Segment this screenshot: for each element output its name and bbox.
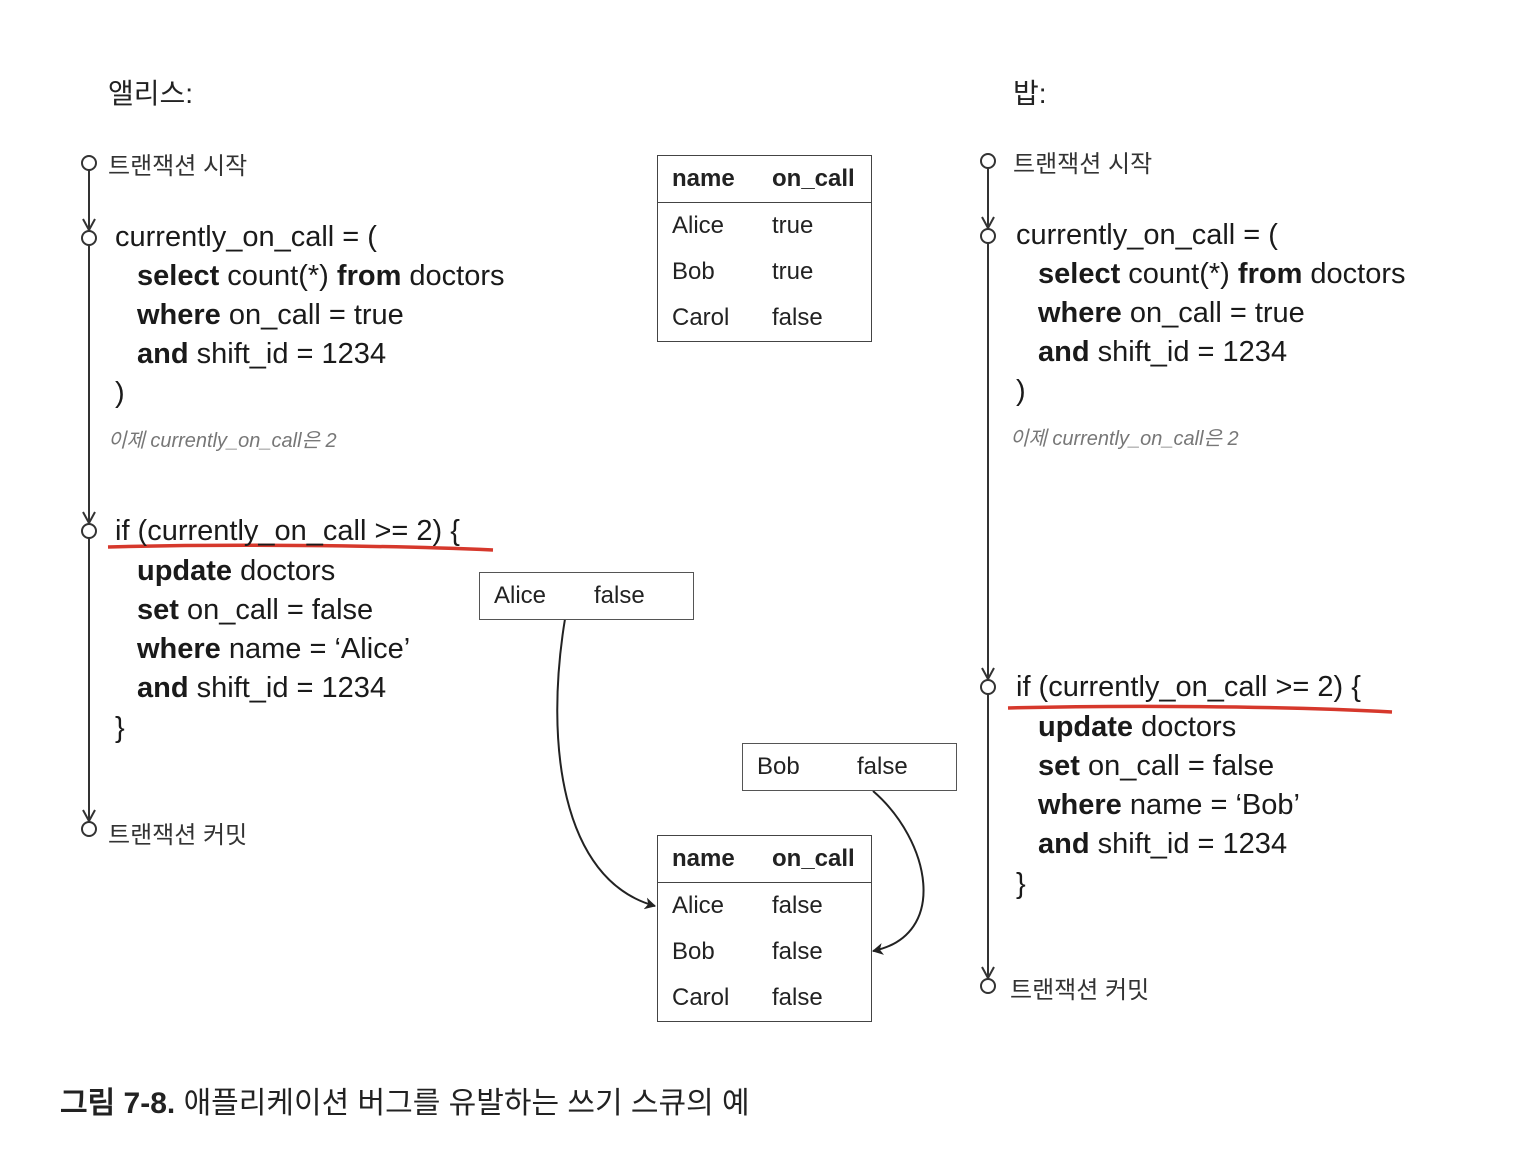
column-header-on-call: on_call	[772, 165, 855, 192]
code-line: select count(*) from doctors	[1038, 258, 1406, 290]
event-circle	[980, 679, 996, 695]
alice-actor-label: 앨리스:	[108, 78, 194, 109]
table-row: Carol false	[658, 295, 871, 341]
cell: false	[594, 582, 645, 609]
code-line: and shift_id = 1234	[137, 338, 387, 370]
bob-update-box: Bob false	[742, 743, 957, 791]
event-circle	[81, 230, 97, 246]
code-line: where on_call = true	[137, 299, 404, 331]
code-line: )	[1016, 375, 1026, 407]
cell: false	[772, 984, 823, 1011]
cell: false	[857, 753, 908, 780]
cell: false	[772, 938, 823, 965]
figure-caption: 그림 7-8. 애플리케이션 버그를 유발하는 쓰기 스큐의 예	[60, 1078, 750, 1122]
caption-text: 애플리케이션 버그를 유발하는 쓰기 스큐의 예	[175, 1087, 750, 1120]
cell: Alice	[672, 892, 725, 919]
code-line: where name = ‘Alice’	[137, 633, 411, 665]
cell: Carol	[672, 984, 730, 1011]
column-header-name: name	[672, 845, 735, 872]
table-row: Alice true	[658, 203, 871, 249]
table-row: Alice false	[658, 883, 871, 929]
code-line: set on_call = false	[137, 594, 374, 626]
bob-note: 이제 currently_on_call은 2	[1010, 428, 1239, 450]
cell: Alice	[672, 212, 725, 239]
code-line: update doctors	[1038, 711, 1237, 743]
event-circle	[980, 153, 996, 169]
cell: Bob	[757, 753, 800, 780]
cell: true	[772, 258, 814, 285]
doctors-table-before: name on_call Alice true Bob true Carol fals…	[657, 155, 872, 342]
column-header-on-call: on_call	[772, 845, 855, 872]
code-line: select count(*) from doctors	[137, 260, 505, 292]
code-line: where on_call = true	[1038, 297, 1305, 329]
event-circle	[81, 523, 97, 539]
alice-note: 이제 currently_on_call은 2	[108, 430, 337, 452]
code-line: )	[115, 377, 125, 409]
alice-select-block: currently_on_call = ( select count(*) fr…	[115, 218, 575, 418]
event-circle	[980, 228, 996, 244]
event-circle	[980, 978, 996, 994]
cell: false	[772, 892, 823, 919]
table-header: name on_call	[658, 836, 871, 883]
code-line: update doctors	[137, 555, 336, 587]
code-line: }	[1016, 868, 1026, 900]
event-circle	[81, 821, 97, 837]
bob-commit-label: 트랜잭션 커밋	[1010, 977, 1150, 1004]
table-row: Bob true	[658, 249, 871, 295]
code-line: where name = ‘Bob’	[1038, 789, 1300, 821]
table-row: Bob false	[658, 929, 871, 975]
alice-update-box: Alice false	[479, 572, 694, 620]
bob-red-underline	[1007, 704, 1393, 714]
bob-write-arrow	[872, 790, 925, 955]
table-header: name on_call	[658, 156, 871, 203]
cell: Bob	[672, 258, 715, 285]
alice-write-arrow	[556, 618, 656, 910]
alice-begin-label: 트랜잭션 시작	[108, 153, 248, 180]
code-line: set on_call = false	[1038, 750, 1275, 782]
column-header-name: name	[672, 165, 735, 192]
cell: true	[772, 212, 814, 239]
cell: Carol	[672, 304, 730, 331]
code-line: currently_on_call = (	[1016, 219, 1278, 251]
bob-if-block: if (currently_on_call >= 2) { update doc…	[1016, 668, 1436, 908]
code-line: currently_on_call = (	[115, 221, 377, 253]
code-line: and shift_id = 1234	[1038, 336, 1288, 368]
bob-begin-label: 트랜잭션 시작	[1013, 151, 1153, 178]
alice-if-block: if (currently_on_call >= 2) { update doc…	[115, 512, 535, 752]
cell: Bob	[672, 938, 715, 965]
bob-select-block: currently_on_call = ( select count(*) fr…	[1016, 216, 1486, 416]
code-line: }	[115, 712, 125, 744]
figure-number: 그림 7-8.	[60, 1087, 176, 1120]
table-row: Carol false	[658, 975, 871, 1021]
alice-red-underline	[107, 543, 494, 552]
event-circle	[81, 155, 97, 171]
doctors-table-after: name on_call Alice false Bob false Carol fa…	[657, 835, 872, 1022]
cell: false	[772, 304, 823, 331]
bob-actor-label: 밥:	[1013, 78, 1047, 109]
code-line: and shift_id = 1234	[137, 672, 387, 704]
code-line: if (currently_on_call >= 2) {	[1016, 671, 1361, 703]
code-line: and shift_id = 1234	[1038, 828, 1288, 860]
cell: Alice	[494, 582, 547, 609]
code-line: if (currently_on_call >= 2) {	[115, 515, 460, 547]
alice-commit-label: 트랜잭션 커밋	[108, 822, 248, 849]
